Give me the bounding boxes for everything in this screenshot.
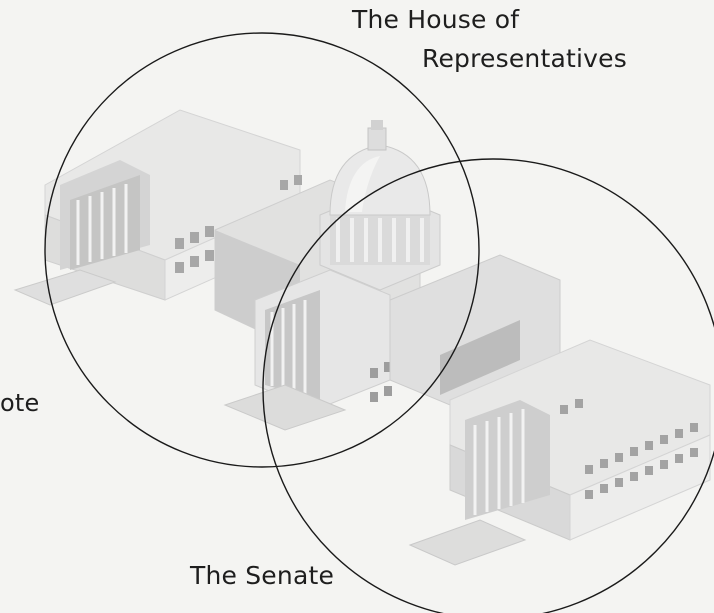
left-cut-off-label: ote: [0, 389, 40, 417]
house-label-line2: Representatives: [422, 44, 627, 73]
senate-label: The Senate: [190, 561, 335, 590]
senate-circle: [262, 158, 714, 613]
house-circle: [44, 32, 480, 468]
house-label-line1: The House of: [352, 5, 520, 34]
capitol-building-image: [13, 109, 711, 566]
